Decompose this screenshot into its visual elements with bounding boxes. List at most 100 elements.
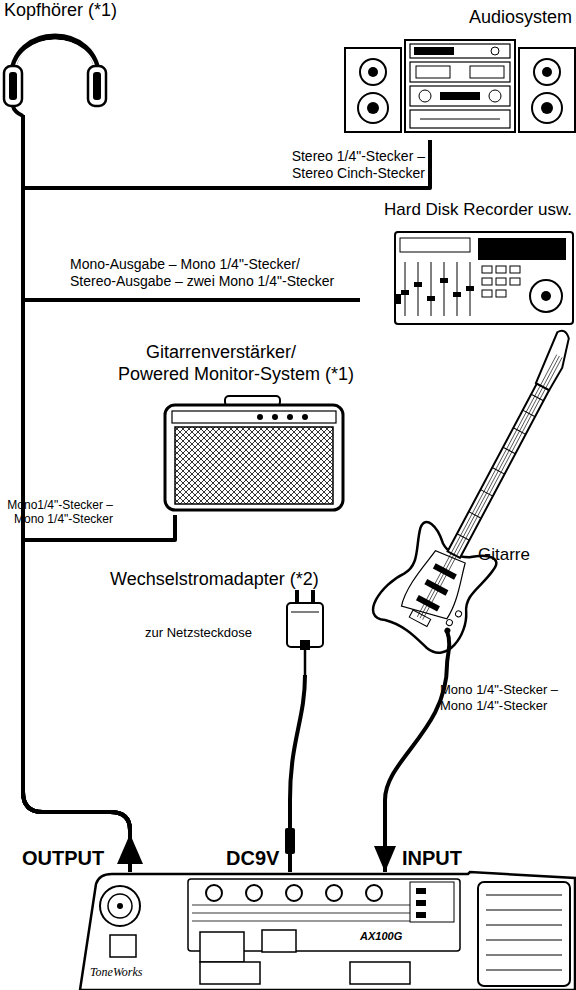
multi-effect-drawing-part	[366, 885, 382, 901]
multi-effect-drawing-part	[80, 872, 575, 990]
jack-label: OUTPUT	[22, 846, 104, 870]
amplifier-drawing-part	[302, 414, 308, 420]
recorder-drawing-part	[510, 266, 520, 273]
multi-effect-drawing-part	[486, 895, 562, 896]
guitar-drawing-part	[455, 610, 463, 618]
adapter-drawing	[287, 590, 323, 675]
amplifier-drawing-part	[165, 405, 343, 510]
audio-system-drawing-part	[360, 59, 386, 85]
output-jack-marker	[117, 834, 143, 864]
multi-effect-drawing-part	[486, 955, 562, 956]
device-title: Hard Disk Recorder usw.	[360, 200, 572, 220]
device-title: Kopfhörer (*1)	[4, 0, 117, 22]
audio-system-drawing-part	[358, 93, 388, 123]
audio-system-drawing-part	[419, 90, 431, 102]
amplifier-node: Gitarrenverstärker/ Powered Monitor-Syst…	[115, 340, 365, 515]
multi-effect-drawing-part	[100, 886, 140, 926]
recorder-drawing-part	[418, 262, 419, 316]
multi-effect-drawing-part	[206, 885, 222, 901]
multi-effect-drawing-part	[350, 962, 410, 984]
multi-effect-drawing-part	[192, 905, 440, 906]
audio-system-drawing-part	[534, 59, 560, 85]
adapter-drawing-part	[291, 612, 319, 613]
recorder-drawing-part	[431, 262, 432, 316]
headphones-drawing-part	[9, 72, 17, 100]
multi-effect-drawing-part	[200, 932, 244, 962]
audio-system-node: Audiosystem	[340, 5, 576, 140]
multi-effect-drawing-part	[262, 930, 296, 952]
amplifier-drawing-part	[175, 427, 333, 504]
multi-effect-drawing-part	[192, 921, 440, 922]
device-title: Gitarre	[478, 545, 530, 565]
audio-system-drawing-part	[410, 62, 510, 82]
adapter-node: Wechselstromadapter (*2) zur Netzsteckdos…	[105, 565, 340, 675]
guitar-drawing-part	[445, 619, 453, 627]
recorder-drawing-part	[405, 262, 406, 316]
recorder-drawing-part	[444, 262, 445, 316]
device-title: Gitarrenverstärker/ Powered Monitor-Syst…	[118, 342, 364, 385]
audio-system-drawing-part	[345, 48, 401, 132]
device-title: Audiosystem	[340, 7, 572, 29]
guitar-drawing	[367, 313, 576, 660]
device-note: ToneWorks	[90, 965, 142, 979]
audio-system-drawing-part	[470, 66, 504, 78]
multi-effect-drawing-part	[478, 882, 570, 986]
adapter-drawing-part	[300, 640, 310, 650]
cable	[23, 515, 175, 872]
amplifier-drawing	[165, 396, 343, 510]
audio-system-drawing-part	[410, 110, 510, 128]
device-note: zur Netzsteckdose	[145, 625, 252, 641]
recorder-drawing-part	[395, 232, 573, 324]
cable	[385, 665, 447, 872]
amplifier-drawing-part	[287, 414, 293, 420]
recorder-drawing-part	[427, 296, 435, 301]
multi-effect-drawing	[80, 872, 575, 990]
recorder-drawing	[395, 232, 573, 324]
recorder-drawing-part	[530, 280, 562, 312]
audio-system-drawing-part	[410, 44, 510, 58]
adapter-drawing-part	[304, 650, 307, 675]
recorder-drawing-part	[478, 238, 566, 260]
guitar-drawing-part	[417, 355, 556, 617]
cable	[290, 675, 305, 872]
audio-system-drawing-part	[542, 67, 552, 77]
headphones-drawing-part	[13, 106, 23, 116]
cable	[23, 115, 130, 872]
audio-system-drawing-part	[416, 66, 450, 78]
recorder-drawing-part	[401, 290, 409, 295]
headphones-drawing	[4, 37, 106, 117]
recorder-drawing-part	[400, 238, 470, 252]
cable-label: Stereo 1/4"-Stecker – Stereo Cinch-Steck…	[265, 148, 425, 182]
recorder-node: Hard Disk Recorder usw.	[360, 198, 576, 328]
audio-system-drawing-part	[420, 119, 500, 120]
audio-system-drawing-part	[414, 47, 454, 55]
device-title: Wechselstromadapter (*2)	[110, 569, 319, 591]
recorder-drawing-part	[496, 278, 506, 285]
adapter-drawing-part	[295, 590, 299, 603]
headphones-drawing-part	[88, 66, 106, 106]
recorder-drawing-part	[496, 266, 506, 273]
guitar-cord	[447, 631, 449, 665]
amplifier-drawing-part	[272, 414, 278, 420]
cable	[23, 140, 430, 872]
multi-effect-drawing-part	[486, 940, 562, 941]
recorder-drawing-part	[541, 291, 551, 301]
multi-effect-drawing-part	[416, 888, 426, 894]
amplifier-drawing-part	[257, 414, 263, 420]
cable-label: Mono 1/4"-Stecker – Mono 1/4"-Stecker	[440, 682, 570, 713]
multi-effect-drawing-part	[192, 913, 440, 914]
recorder-drawing-part	[482, 266, 492, 273]
recorder-drawing-part	[440, 278, 448, 283]
audio-system-drawing-part	[368, 67, 378, 77]
multi-effect-drawing-part	[410, 882, 454, 922]
dc-plug-part	[288, 854, 292, 864]
multi-effect-drawing-part	[486, 910, 562, 911]
guitar-node: Gitarre	[365, 345, 576, 665]
multi-effect-drawing-part	[110, 935, 136, 957]
audio-system-drawing-part	[410, 86, 510, 106]
adapter-drawing-part	[311, 590, 315, 603]
guitar-drawing-part	[367, 518, 501, 660]
audio-system-drawing-part	[440, 92, 480, 100]
